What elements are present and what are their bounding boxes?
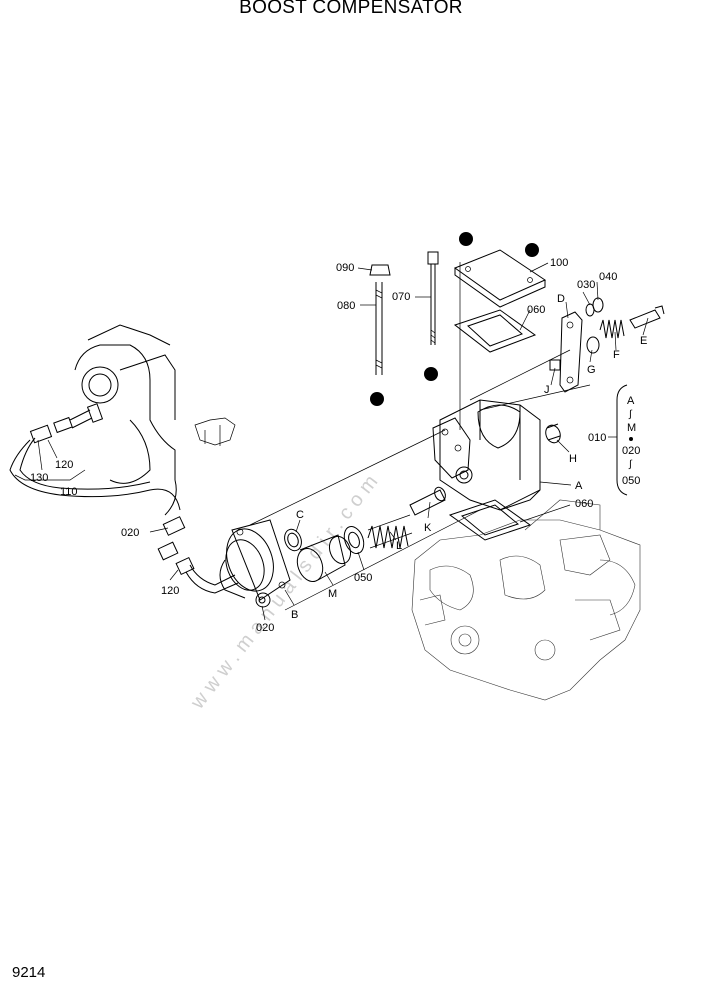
cover-100 (453, 249, 547, 308)
range-tilde: ∫ (628, 409, 633, 420)
callout-a: A (575, 480, 583, 492)
callout-040: 040 (599, 271, 617, 283)
callout-labels: 090 080 070 100 060 030 040 D E F G J H … (30, 257, 647, 634)
callout-020-bottom: 020 (256, 622, 274, 634)
callout-d: D (557, 293, 565, 305)
stud-080-nut-090 (369, 264, 391, 375)
washer-050 (343, 525, 365, 555)
page-title: BOOST COMPENSATOR (239, 0, 463, 18)
range-to-050: 050 (622, 475, 640, 487)
watermark-text: www.manualsdir.com (186, 466, 386, 713)
callout-060-top: 060 (527, 304, 545, 316)
callout-j: J (544, 384, 550, 396)
callout-110: 110 (60, 486, 78, 498)
callout-m: M (328, 588, 337, 600)
hose-assembly (9, 403, 181, 511)
assembly-guide-lines (249, 262, 591, 611)
gasket-060-top (453, 309, 537, 353)
spring-l (367, 514, 413, 549)
reference-dot (370, 392, 384, 406)
callout-020-left: 020 (121, 527, 139, 539)
engine-block-outline (411, 499, 641, 701)
callout-b: B (291, 609, 298, 621)
range-tilde: ∫ (628, 459, 633, 470)
reference-dot (525, 243, 539, 257)
pump-housing-outline (74, 324, 236, 516)
diaphragm-housing (219, 519, 291, 608)
callout-k: K (424, 522, 432, 534)
range-mid-m: M (627, 422, 636, 434)
callout-090: 090 (336, 262, 354, 274)
callout-g: G (587, 364, 596, 376)
range-from-a: A (627, 395, 635, 407)
callout-050: 050 (354, 572, 372, 584)
compensator-body-a (432, 399, 541, 511)
reference-dot (424, 367, 438, 381)
piston-m (296, 534, 352, 582)
gasket-060-bottom (448, 499, 532, 541)
callout-e: E (640, 335, 647, 347)
bolt-070 (427, 251, 439, 345)
leader-lines (14, 262, 649, 621)
callout-080: 080 (337, 300, 355, 312)
callout-f: F (613, 349, 620, 361)
callout-120-top: 120 (55, 459, 73, 471)
callout-120-bottom: 120 (161, 585, 179, 597)
o-ring-c (284, 528, 302, 552)
callout-030: 030 (577, 279, 595, 291)
reference-dots (370, 232, 539, 406)
range-label-010: 010 (588, 432, 606, 444)
callout-100: 100 (550, 257, 568, 269)
fittings-020-120 (157, 516, 239, 594)
callout-h: H (569, 453, 577, 465)
rod-k (409, 486, 446, 516)
side-parts (545, 297, 665, 444)
callout-130: 130 (30, 472, 48, 484)
reference-dot (459, 232, 473, 246)
range-separator-dot (629, 437, 633, 441)
range-group-010: 010 A ∫ M 020 ∫ 050 (588, 384, 640, 496)
callout-070: 070 (392, 291, 410, 303)
callout-l: L (396, 540, 402, 552)
callout-060-bottom: 060 (575, 498, 593, 510)
range-mid-020: 020 (622, 445, 640, 457)
page-number: 9214 (12, 964, 46, 981)
callout-c: C (296, 509, 304, 521)
